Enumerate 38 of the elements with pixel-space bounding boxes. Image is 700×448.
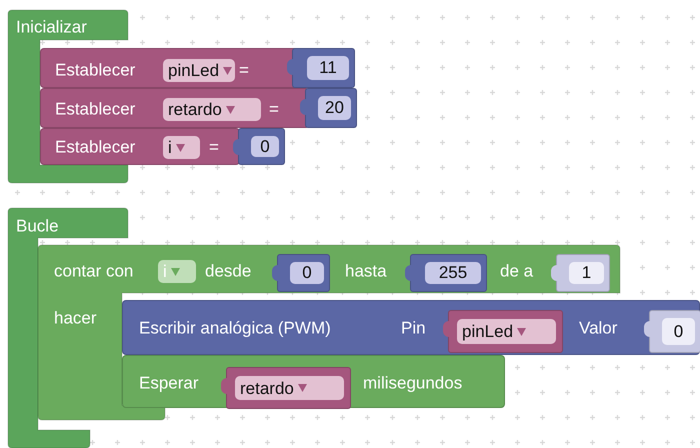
block-label: milisegundos	[363, 374, 462, 392]
block-label: Inicializar	[16, 18, 87, 36]
value-field: 1	[569, 262, 604, 284]
variable-name: pinLed	[168, 62, 220, 79]
block-label: Establecer	[55, 100, 136, 118]
statement-block	[40, 128, 240, 165]
block-label: Escribir analógica (PWM)	[139, 320, 331, 336]
block-label: Establecer	[55, 138, 136, 156]
variable-name: pinLed	[462, 323, 514, 340]
value-field: 20	[318, 96, 351, 120]
value-field: 0	[290, 262, 324, 284]
variable-dropdown	[163, 136, 200, 159]
block-label: =	[239, 62, 249, 78]
value-field: 0	[662, 318, 695, 345]
block-label: Valor	[579, 320, 618, 336]
block-label: Pin	[401, 320, 426, 336]
block-label: de a	[500, 262, 534, 280]
block-label: =	[209, 138, 219, 156]
variable-name: i	[163, 263, 167, 280]
block-label: desde	[205, 262, 252, 280]
block-label: hasta	[345, 262, 387, 280]
block-label: hacer	[54, 310, 97, 326]
statement-block	[122, 300, 700, 355]
variable-dropdown	[163, 98, 261, 121]
block-label: Establecer	[55, 62, 136, 78]
block-label: contar con	[54, 262, 134, 280]
value-field: 255	[425, 262, 481, 284]
variable-dropdown	[158, 260, 196, 283]
value-field: 0	[251, 136, 279, 157]
variable-dropdown	[163, 59, 235, 82]
block-label: =	[269, 100, 279, 118]
block-label: Esperar	[139, 374, 199, 392]
statement-block	[122, 355, 505, 408]
value-field: 11	[307, 56, 349, 80]
variable-name: retardo	[240, 380, 294, 396]
variable-name: i	[168, 139, 172, 156]
block-label: Bucle	[16, 218, 59, 234]
variable-name: retardo	[168, 101, 222, 118]
